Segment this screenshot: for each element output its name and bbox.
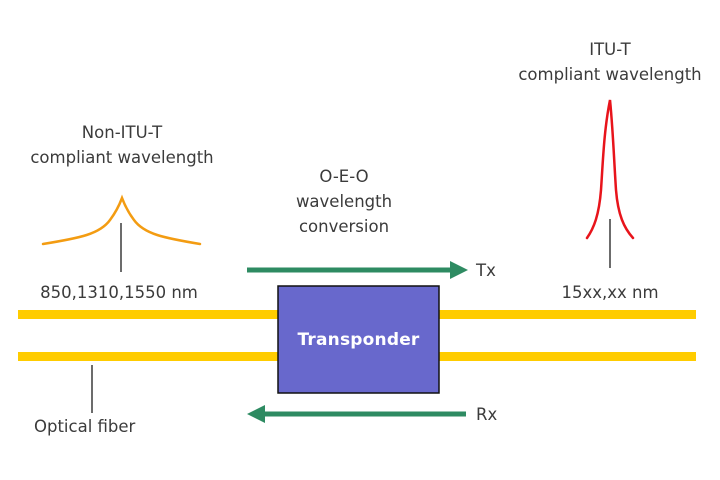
non-itu-title-line2: compliant wavelength bbox=[30, 148, 214, 167]
itu-title-line2: compliant wavelength bbox=[518, 65, 702, 84]
oeo-line2: wavelength bbox=[295, 192, 393, 211]
tx-arrow bbox=[247, 261, 468, 279]
itu-wavelengths: 15xx,xx nm bbox=[561, 283, 659, 302]
non-itu-title-line1: Non-ITU-T bbox=[81, 123, 163, 142]
transponder-label: Transponder bbox=[297, 329, 420, 350]
transponder-box bbox=[277, 285, 440, 394]
optical-fiber-label: Optical fiber bbox=[34, 417, 136, 436]
non-itu-title: Non-ITU-T compliant wavelength bbox=[0, 120, 244, 170]
rx-label: Rx bbox=[476, 405, 498, 424]
oeo-conversion-label: O-E-O wavelength conversion bbox=[244, 164, 444, 239]
itu-title-line1: ITU-T bbox=[589, 40, 631, 59]
itu-spectrum-curve bbox=[585, 99, 635, 240]
itu-title: ITU-T compliant wavelength bbox=[490, 37, 720, 87]
oeo-line1: O-E-O bbox=[319, 167, 369, 186]
oeo-line3: conversion bbox=[298, 217, 390, 236]
rx-arrow bbox=[247, 405, 466, 423]
non-itu-spectrum-curve bbox=[41, 194, 202, 246]
non-itu-wavelengths: 850,1310,1550 nm bbox=[40, 283, 198, 302]
tx-label: Tx bbox=[476, 261, 496, 280]
